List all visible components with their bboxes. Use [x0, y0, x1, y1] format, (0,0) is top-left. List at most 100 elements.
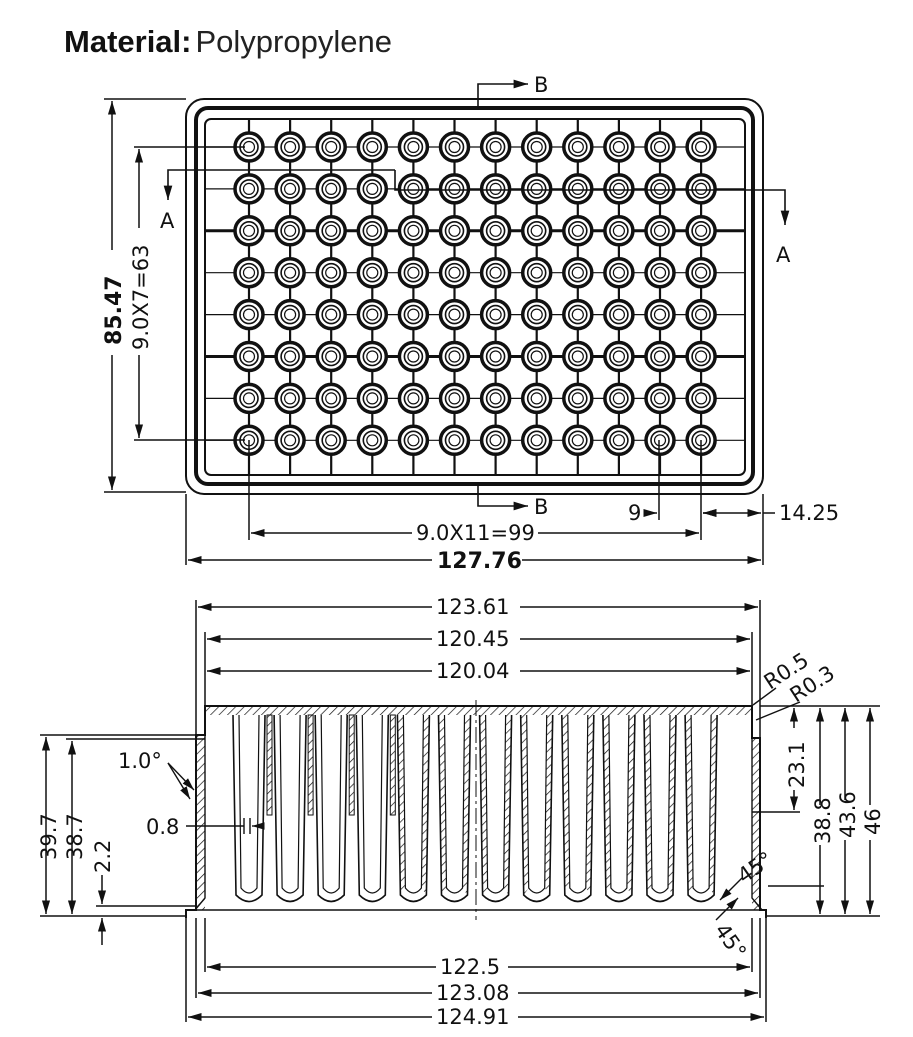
well	[479, 298, 512, 331]
well	[397, 256, 430, 289]
well	[438, 382, 471, 415]
dimension-bottom-inner	[204, 918, 753, 972]
dimension-column-pitch-label: 9.0X11=99	[416, 521, 535, 545]
dimension-top-mid	[204, 632, 753, 706]
wall-thickness-callout	[186, 818, 265, 834]
plate-outline-outer	[185, 98, 764, 495]
well	[520, 340, 553, 373]
well	[562, 382, 594, 415]
well	[356, 382, 389, 415]
well	[562, 424, 594, 457]
well	[274, 424, 306, 457]
dimension-overall-height-label: 85.47	[102, 275, 127, 345]
well	[397, 173, 430, 205]
tube-section	[519, 714, 554, 903]
well	[644, 340, 676, 373]
well	[644, 298, 676, 331]
well	[479, 131, 512, 163]
well	[520, 256, 553, 289]
well	[685, 298, 717, 331]
well	[274, 340, 306, 373]
left-height-dims	[40, 734, 205, 945]
well	[356, 424, 389, 457]
dimension-well-spacing-label: 9	[628, 501, 641, 525]
well	[562, 340, 594, 373]
well	[315, 215, 347, 247]
well	[315, 298, 347, 331]
tube-section	[273, 714, 314, 903]
well	[438, 340, 471, 373]
height-38-7-label: 38.7	[63, 813, 87, 860]
tube-section	[561, 714, 595, 903]
well	[603, 131, 635, 163]
well	[562, 256, 594, 289]
well	[685, 131, 717, 163]
well	[603, 382, 635, 415]
well	[562, 173, 594, 205]
foot-height-label: 2.2	[91, 840, 115, 873]
chamfer-callouts	[715, 877, 743, 921]
dimension-overall-width	[185, 494, 761, 565]
well	[685, 173, 717, 205]
well	[479, 256, 512, 289]
well	[603, 340, 635, 373]
section-view	[185, 700, 767, 920]
height-43-6-label: 43.6	[836, 791, 860, 838]
well	[356, 173, 389, 205]
dimension-bottom-outer-label: 124.91	[436, 1005, 509, 1029]
plate-outline-inner	[204, 118, 746, 476]
well	[315, 173, 347, 205]
dimension-top-mid-label: 120.45	[436, 627, 509, 651]
tube-section	[437, 714, 472, 903]
well	[603, 215, 635, 247]
well	[644, 256, 676, 289]
well	[274, 382, 306, 415]
well	[520, 131, 553, 163]
left-wall-hatch	[196, 735, 205, 910]
well	[644, 424, 676, 457]
well	[315, 131, 347, 163]
well	[562, 298, 594, 331]
tube-section	[232, 714, 273, 903]
section-marker-a-right: A	[776, 243, 791, 267]
well	[233, 131, 265, 163]
section-line-b	[477, 79, 528, 511]
well	[603, 298, 635, 331]
well	[274, 298, 306, 331]
well	[520, 173, 553, 205]
well	[397, 340, 430, 373]
right-height-dims	[752, 705, 880, 917]
well	[274, 173, 306, 205]
section-marker-a-left: A	[160, 209, 175, 233]
well	[274, 215, 306, 247]
well	[685, 215, 717, 247]
well	[603, 424, 635, 457]
well	[685, 340, 717, 373]
well	[685, 256, 717, 289]
well	[438, 215, 471, 247]
dimension-bottom-mid	[195, 918, 761, 998]
chamfer-bottom-label: 45°	[710, 919, 751, 963]
well	[520, 298, 553, 331]
well	[315, 340, 347, 373]
well	[644, 382, 676, 415]
well-depth-label: 23.1	[785, 741, 809, 788]
well	[274, 131, 306, 163]
well	[233, 382, 265, 415]
dimension-top-inner-label: 120.04	[436, 659, 509, 683]
well	[644, 131, 676, 163]
well	[233, 173, 265, 205]
dimension-well-spacing	[643, 440, 775, 565]
height-39-7-label: 39.7	[37, 813, 61, 860]
well-array	[233, 131, 717, 457]
well	[233, 298, 265, 331]
well	[479, 424, 512, 457]
well	[562, 215, 594, 247]
well	[315, 256, 347, 289]
well-grid-lines	[205, 119, 745, 475]
total-height-label: 46	[861, 808, 885, 835]
well	[438, 173, 471, 205]
right-wall-hatch	[752, 738, 760, 910]
